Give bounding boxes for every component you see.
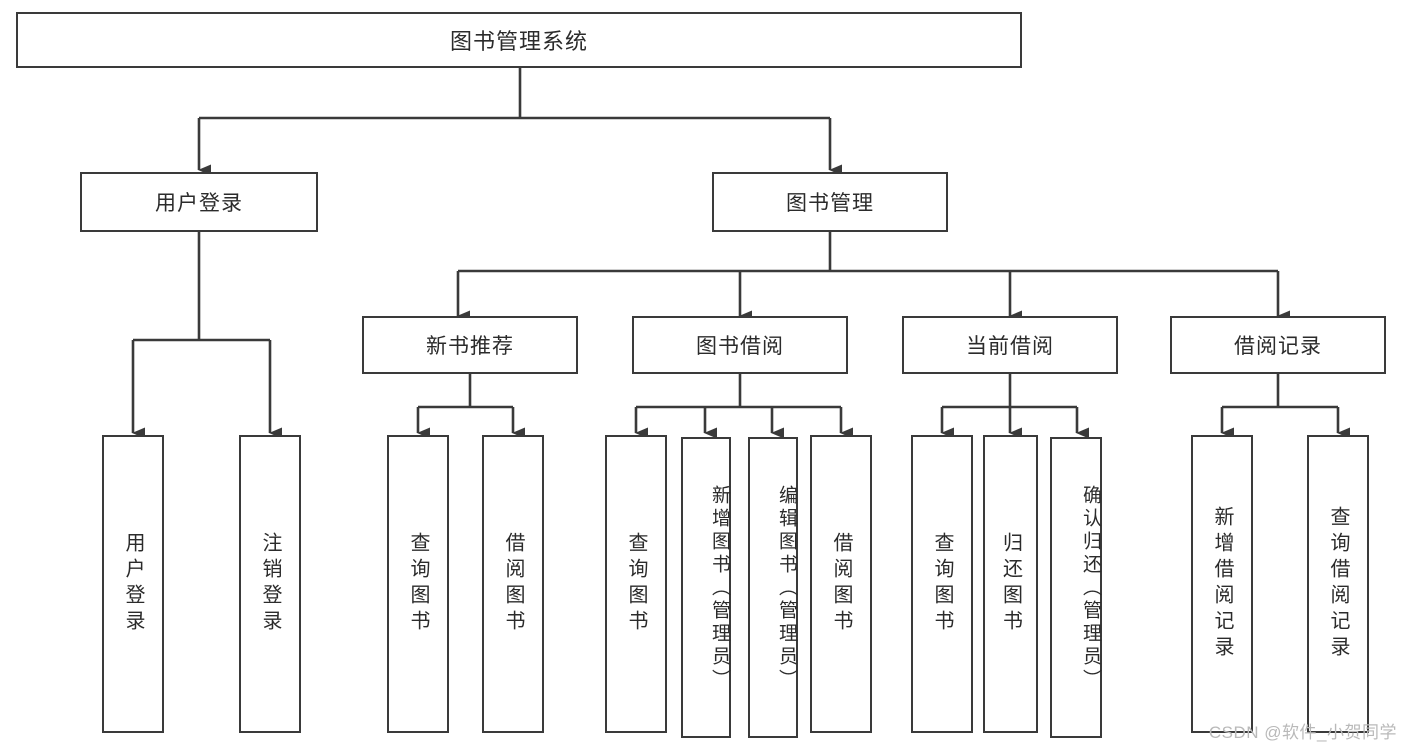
csdn-watermark: CSDN @软件_小贺同学: [1208, 723, 1397, 742]
leaf-return-book[interactable]: 归还图书: [983, 435, 1038, 733]
leaf-add-book-admin[interactable]: 新增图书（管理员）: [681, 437, 731, 738]
node-root-book-management-system[interactable]: 图书管理系统: [16, 12, 1022, 68]
leaf-query-book-borrow[interactable]: 查询图书: [605, 435, 667, 733]
leaf-add-borrow-record[interactable]: 新增借阅记录: [1191, 435, 1253, 733]
node-current-borrowing[interactable]: 当前借阅: [902, 316, 1118, 374]
leaf-borrow-book-recommend[interactable]: 借阅图书: [482, 435, 544, 733]
leaf-edit-book-admin[interactable]: 编辑图书（管理员）: [748, 437, 798, 738]
leaf-query-borrow-record[interactable]: 查询借阅记录: [1307, 435, 1369, 733]
leaf-borrow-book[interactable]: 借阅图书: [810, 435, 872, 733]
leaf-query-book-current[interactable]: 查询图书: [911, 435, 973, 733]
node-book-management[interactable]: 图书管理: [712, 172, 948, 232]
node-borrowing-record[interactable]: 借阅记录: [1170, 316, 1386, 374]
leaf-query-book-recommend[interactable]: 查询图书: [387, 435, 449, 733]
leaf-user-login[interactable]: 用户登录: [102, 435, 164, 733]
node-user-login[interactable]: 用户登录: [80, 172, 318, 232]
leaf-logout-login[interactable]: 注销登录: [239, 435, 301, 733]
node-book-borrowing[interactable]: 图书借阅: [632, 316, 848, 374]
node-new-book-recommendation[interactable]: 新书推荐: [362, 316, 578, 374]
leaf-confirm-return-admin[interactable]: 确认归还（管理员）: [1050, 437, 1102, 738]
